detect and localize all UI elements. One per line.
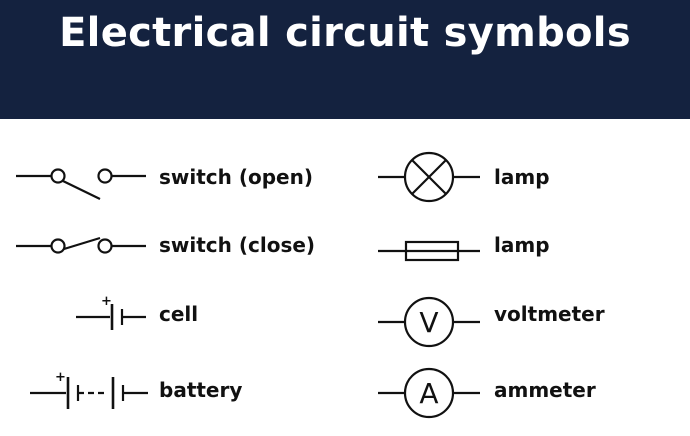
voltmeter-icon: V	[378, 296, 480, 348]
lamp-filament-icon	[378, 240, 480, 262]
lamp-filament-label: lamp	[494, 233, 550, 257]
battery-icon: +	[30, 370, 148, 409]
voltmeter-letter: V	[419, 306, 438, 339]
switch-closed-icon	[16, 236, 146, 254]
cell-icon: +	[76, 294, 146, 330]
battery-plus-sign: +	[55, 370, 66, 385]
switch-open-label: switch (open)	[159, 165, 313, 189]
battery-label: battery	[159, 378, 243, 402]
switch-open-icon	[16, 168, 146, 200]
page-title: Electrical circuit symbols	[59, 10, 631, 56]
ammeter-label: ammeter	[494, 378, 596, 402]
lamp-cross-icon	[378, 151, 480, 203]
ammeter-icon: A	[378, 367, 480, 419]
voltmeter-label: voltmeter	[494, 302, 605, 326]
ammeter-letter: A	[419, 377, 438, 410]
cell-label: cell	[159, 302, 199, 326]
lamp-cross-label: lamp	[494, 165, 550, 189]
cell-plus-sign: +	[101, 294, 112, 309]
switch-closed-label: switch (close)	[159, 233, 316, 257]
title-banner: Electrical circuit symbols	[0, 0, 690, 119]
